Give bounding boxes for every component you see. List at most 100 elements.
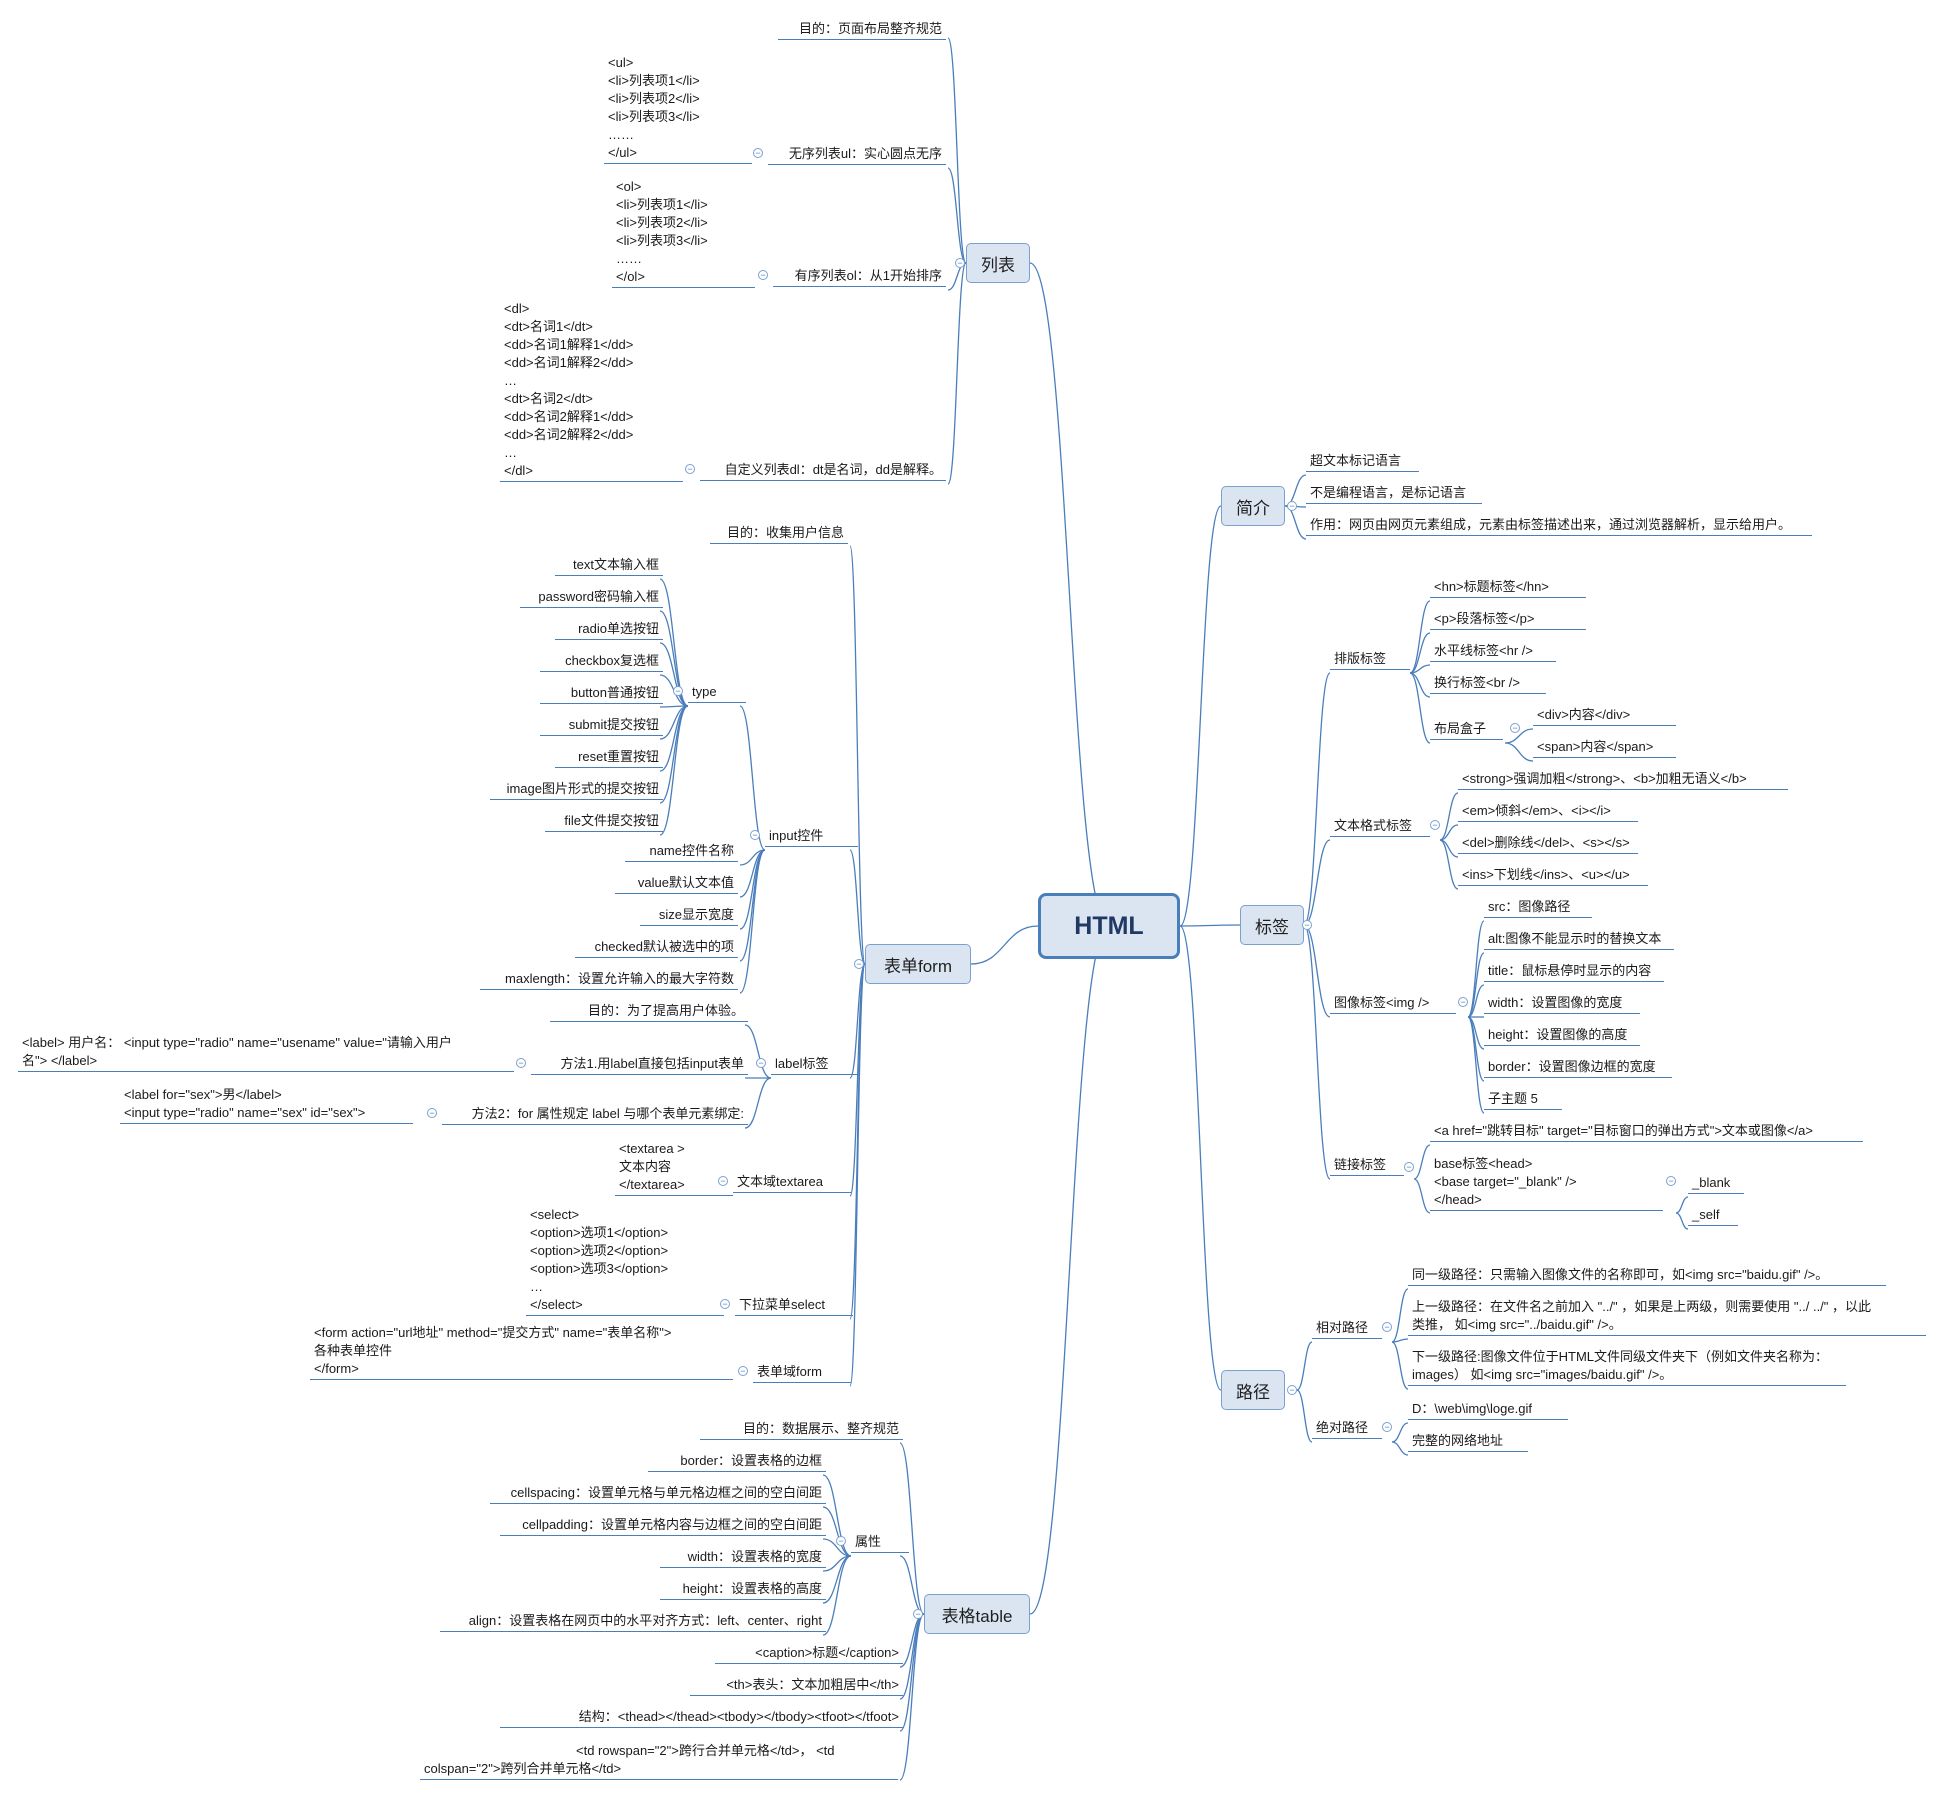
collapse-icon[interactable]: − — [1302, 920, 1312, 930]
collapse-icon[interactable]: − — [1287, 501, 1297, 511]
table-attr: cellspacing：设置单元格与单元格边框之间的空白间距 — [490, 1484, 826, 1504]
collapse-icon[interactable]: − — [718, 1176, 728, 1186]
tags-textfmt[interactable]: 文本格式标签 — [1330, 817, 1430, 837]
layout-box[interactable]: 布局盒子 — [1430, 720, 1503, 740]
branch-path[interactable]: 路径 — [1221, 1370, 1285, 1410]
connector — [1296, 1341, 1313, 1391]
path-absolute[interactable]: 绝对路径 — [1312, 1419, 1382, 1439]
connector — [1409, 600, 1431, 674]
table-attr: border：设置表格的边框 — [648, 1452, 826, 1472]
label-m1[interactable]: 方法1.用label直接包括input表单 — [531, 1055, 748, 1075]
connector — [899, 1613, 925, 1781]
form-label[interactable]: label标签 — [771, 1055, 859, 1075]
collapse-icon[interactable]: − — [854, 959, 864, 969]
layout-item: <p>段落标签</p> — [1430, 610, 1586, 630]
collapse-icon[interactable]: − — [1510, 723, 1520, 733]
connector — [1391, 1341, 1409, 1390]
form-goal: 目的：收集用户信息 — [710, 524, 848, 544]
root-node[interactable]: HTML — [1038, 893, 1180, 959]
connector — [1029, 262, 1110, 927]
tags-link[interactable]: 链接标签 — [1330, 1156, 1404, 1176]
root-label: HTML — [1074, 911, 1144, 940]
connector — [659, 578, 689, 707]
collapse-icon[interactable]: − — [685, 464, 695, 474]
connector — [849, 849, 866, 965]
collapse-icon[interactable]: − — [750, 830, 760, 840]
list-ul[interactable]: 无序列表ul：实心圆点无序 — [768, 145, 946, 165]
table-attrs[interactable]: 属性 — [851, 1533, 909, 1553]
collapse-icon[interactable]: − — [1382, 1322, 1392, 1332]
connector — [1303, 924, 1331, 1018]
collapse-icon[interactable]: − — [1404, 1162, 1414, 1172]
collapse-icon[interactable]: − — [955, 258, 965, 268]
connector — [1467, 1016, 1485, 1114]
collapse-icon[interactable]: − — [1382, 1422, 1392, 1432]
branch-tags[interactable]: 标签 — [1240, 905, 1304, 945]
type-item: checkbox复选框 — [540, 652, 663, 672]
img-attr: width：设置图像的宽度 — [1484, 994, 1640, 1014]
connector — [822, 1555, 852, 1636]
label-m2[interactable]: 方法2：for 属性规定 label 与哪个表单元素绑定: — [442, 1105, 748, 1125]
collapse-icon[interactable]: − — [1430, 820, 1440, 830]
type-item: submit提交按钮 — [540, 716, 663, 736]
branch-intro[interactable]: 简介 — [1221, 486, 1285, 526]
list-ol[interactable]: 有序列表ol：从1开始排序 — [773, 267, 946, 287]
link-target: _self — [1688, 1206, 1738, 1226]
tags-img[interactable]: 图像标签<img /> — [1330, 994, 1456, 1014]
connector — [1296, 1389, 1313, 1443]
table-caption: <caption>标题</caption> — [715, 1644, 903, 1664]
collapse-icon[interactable]: − — [1287, 1385, 1297, 1395]
type-item: file文件提交按钮 — [545, 812, 663, 832]
branch-table[interactable]: 表格table — [924, 1594, 1030, 1634]
label-m2-code: <label for="sex">男</label><input type="r… — [120, 1086, 413, 1124]
connector — [1391, 1288, 1409, 1343]
input-attr: size显示宽度 — [640, 906, 738, 926]
label-goal: 目的：为了提高用户体验。 — [550, 1002, 748, 1022]
connector — [822, 1538, 852, 1557]
table-attr: height：设置表格的高度 — [660, 1580, 826, 1600]
connector — [1439, 839, 1459, 890]
input-attr: value默认文本值 — [615, 874, 738, 894]
branch-form[interactable]: 表单form — [865, 944, 971, 984]
connector — [1303, 672, 1331, 926]
collapse-icon[interactable]: − — [673, 686, 683, 696]
link-target: _blank — [1688, 1174, 1744, 1194]
textfmt-item: <em>倾斜</em>、<i></i> — [1458, 802, 1638, 822]
collapse-icon[interactable]: − — [516, 1058, 526, 1068]
relative-item: 下一级路径:图像文件位于HTML文件同级文件夹下（例如文件夹名称为：images… — [1408, 1348, 1846, 1386]
connector — [1409, 672, 1431, 744]
tags-layout[interactable]: 排版标签 — [1330, 650, 1410, 670]
table-attr: align：设置表格在网页中的水平对齐方式：left、center、right — [440, 1612, 826, 1632]
table-th: <th>表头：文本加粗居中</th> — [690, 1676, 903, 1696]
connector — [1303, 924, 1331, 1180]
branch-path-label: 路径 — [1236, 1382, 1270, 1402]
connector — [947, 262, 967, 485]
collapse-icon[interactable]: − — [427, 1108, 437, 1118]
collapse-icon[interactable]: − — [1666, 1176, 1676, 1186]
branch-table-label: 表格table — [941, 1606, 1013, 1626]
form-select[interactable]: 下拉菜单select — [735, 1296, 853, 1316]
connector — [739, 705, 766, 851]
collapse-icon[interactable]: − — [756, 1058, 766, 1068]
collapse-icon[interactable]: − — [913, 1609, 923, 1619]
form-input[interactable]: input控件 — [765, 827, 858, 847]
collapse-icon[interactable]: − — [738, 1366, 748, 1376]
collapse-icon[interactable]: − — [1458, 997, 1468, 1007]
path-relative[interactable]: 相对路径 — [1312, 1319, 1382, 1339]
collapse-icon[interactable]: − — [758, 270, 768, 280]
input-type[interactable]: type — [688, 683, 746, 703]
branch-list[interactable]: 列表 — [966, 243, 1030, 283]
connector — [822, 1506, 852, 1557]
img-attr: height：设置图像的高度 — [1484, 1026, 1640, 1046]
collapse-icon[interactable]: − — [753, 148, 763, 158]
collapse-icon[interactable]: − — [836, 1536, 846, 1546]
form-textarea[interactable]: 文本域textarea — [733, 1173, 851, 1193]
connector — [744, 1077, 772, 1129]
collapse-icon[interactable]: − — [720, 1299, 730, 1309]
table-attr: width：设置表格的宽度 — [660, 1548, 826, 1568]
absolute-item: 完整的网络地址 — [1408, 1432, 1528, 1452]
form-formfield[interactable]: 表单域form — [753, 1363, 851, 1383]
type-item: radio单选按钮 — [555, 620, 663, 640]
list-dl[interactable]: 自定义列表dl：dt是名词，dd是解释。 — [700, 461, 946, 481]
